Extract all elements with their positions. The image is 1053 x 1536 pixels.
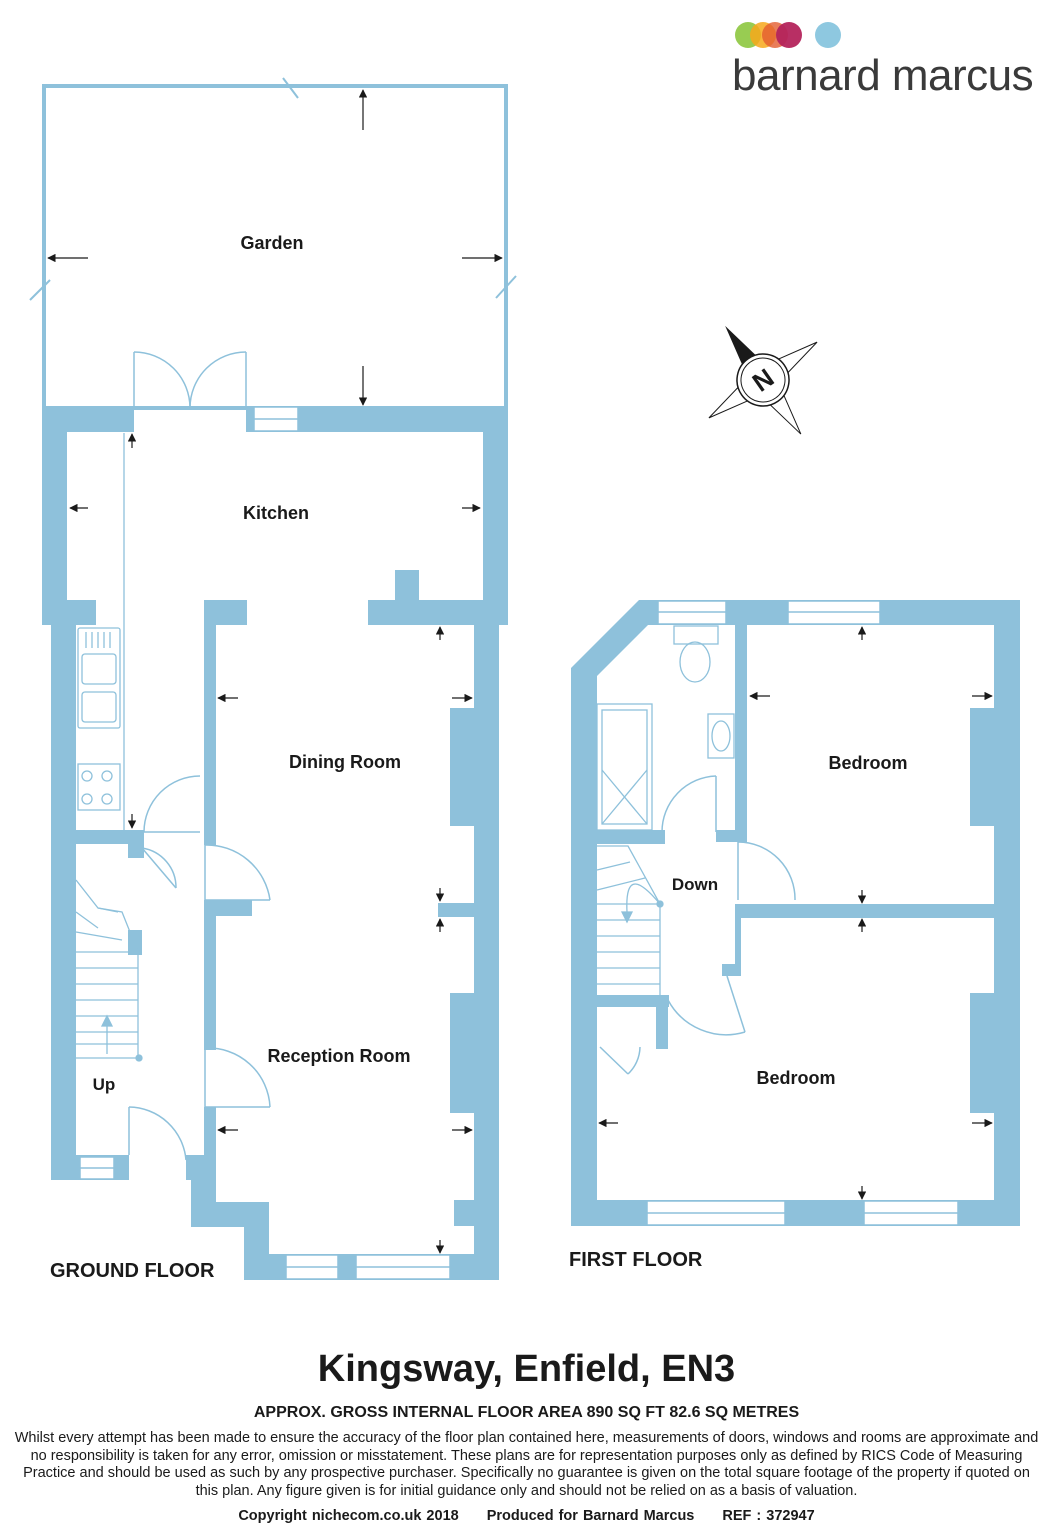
property-title: Kingsway, Enfield, EN3 [317, 1348, 736, 1390]
ground-floor-walls [42, 407, 508, 1280]
ground-floor-stairs [75, 879, 143, 1062]
ground-floor-doors [128, 351, 271, 1161]
reference-text: REF : 372947 [722, 1508, 815, 1524]
disclaimer: Whilst every attempt has been made to en… [14, 1430, 1039, 1499]
brand-name: barnard marcus [732, 51, 1033, 100]
first-floor-label: FIRST FLOOR [569, 1249, 703, 1271]
first-floor-walls [571, 600, 1020, 1226]
first-floor-arrows [598, 626, 993, 1200]
floor-area: APPROX. GROSS INTERNAL FLOOR AREA 890 SQ… [253, 1404, 800, 1421]
stairs-down-label: Down [672, 875, 718, 894]
kitchen-fixtures [77, 433, 125, 830]
copyright-line: Copyright nichecom.co.uk 2018 Produced fo… [0, 1508, 1053, 1524]
room-label-dining-room: Dining Room [289, 752, 401, 772]
stairs-up-label: Up [93, 1075, 116, 1094]
room-label-kitchen: Kitchen [243, 503, 309, 523]
first-floor-windows [646, 600, 959, 1226]
floor-plan-drawing: barnard marcus [29, 22, 1034, 1282]
copyright-text: Copyright nichecom.co.uk 2018 [238, 1508, 459, 1524]
room-label-garden: Garden [240, 233, 303, 253]
ground-floor-windows [79, 406, 451, 1280]
bathroom-fixtures [596, 625, 735, 831]
room-label-bedroom-front: Bedroom [756, 1068, 835, 1088]
compass-icon: N [708, 325, 818, 435]
first-floor-stairs [596, 845, 664, 995]
produced-for-text: Produced for Barnard Marcus [486, 1508, 695, 1524]
brand-logo: barnard marcus [732, 22, 1034, 100]
ground-floor-arrows [69, 433, 481, 1254]
ground-floor-label: GROUND FLOOR [50, 1260, 215, 1282]
room-label-reception-room: Reception Room [267, 1046, 410, 1066]
room-label-bedroom-rear: Bedroom [828, 753, 907, 773]
brand-dots [735, 22, 841, 48]
first-floor-doors [599, 775, 796, 1075]
